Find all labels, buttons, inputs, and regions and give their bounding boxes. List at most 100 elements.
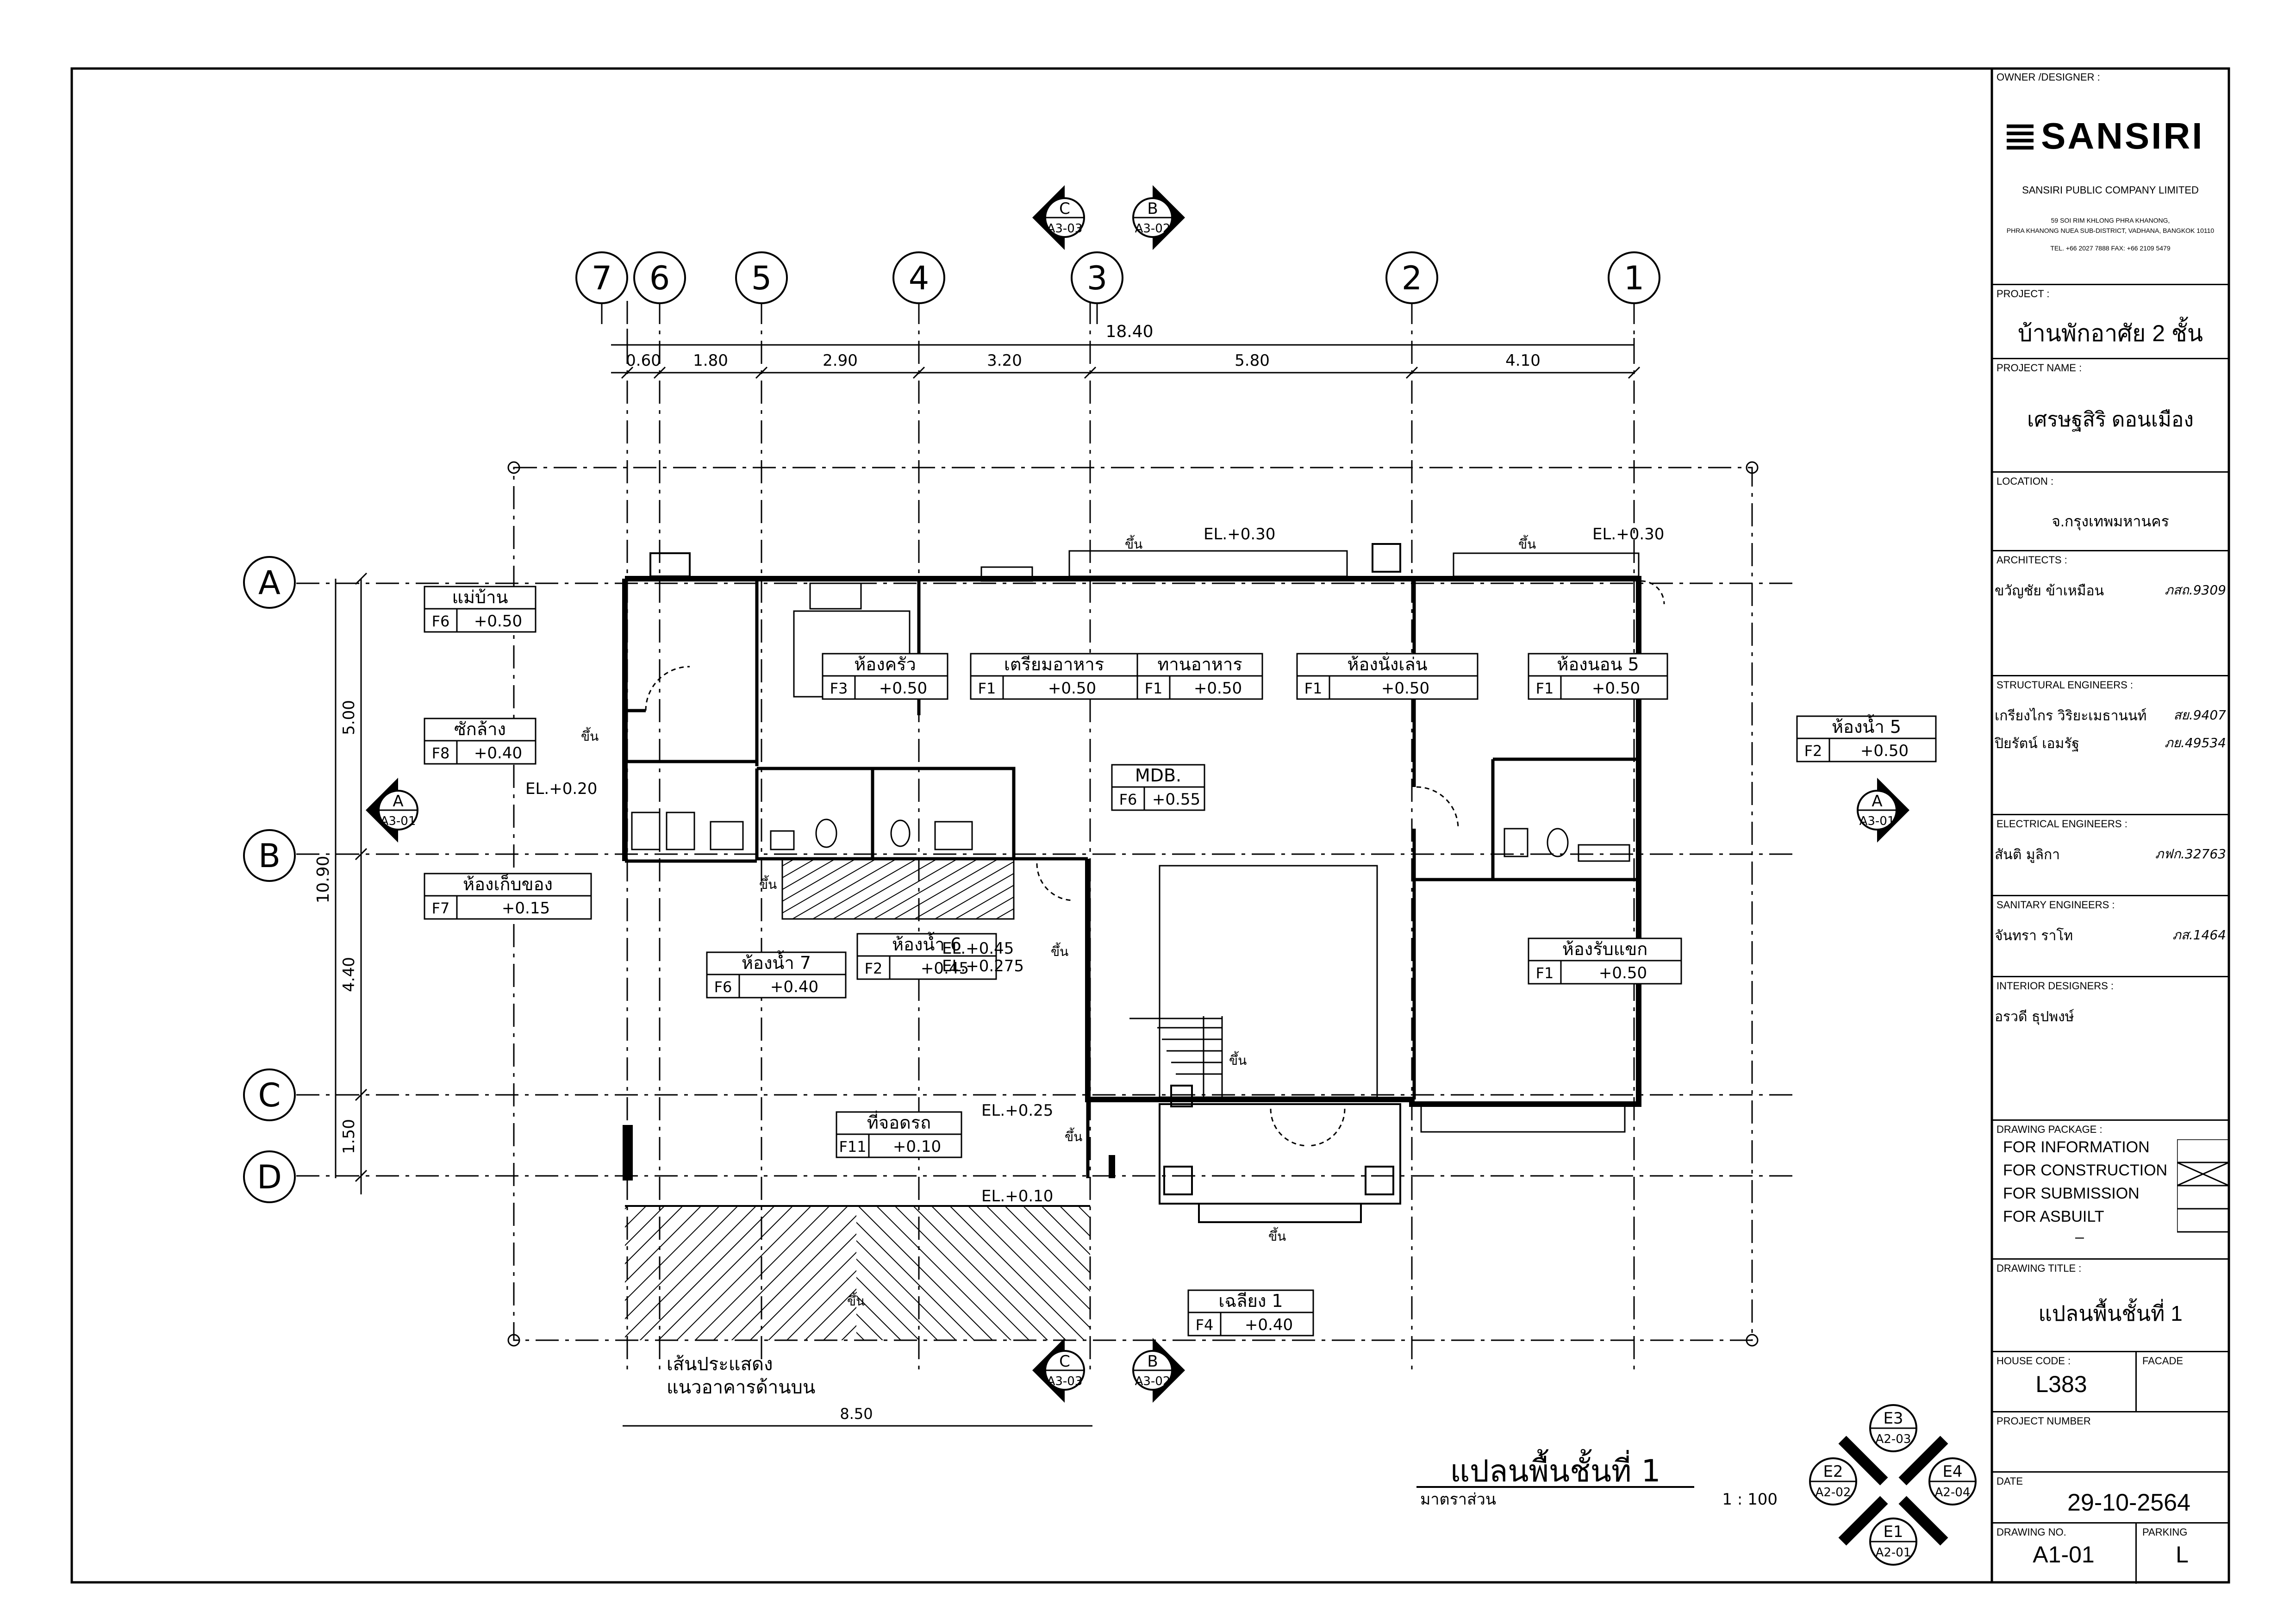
house-code-label: HOUSE CODE : [1997, 1355, 2071, 1367]
electrical-name: สันติ มูลิกา [1995, 847, 2060, 863]
logo-text: SANSIRI [2041, 115, 2204, 156]
svg-text:A3-02: A3-02 [1135, 1374, 1171, 1388]
svg-text:4: 4 [909, 259, 930, 297]
location-section: LOCATION : จ.กรุงเทพมหานคร [1992, 471, 2229, 550]
elevation-note-4: EL.+0.275 [942, 957, 1024, 975]
carport-hatch-left [625, 1206, 856, 1340]
drawing-no-label: DRAWING NO. [1997, 1526, 2066, 1538]
sanitary-reg: ภส.1464 [2172, 927, 2226, 943]
parking-label: PARKING [2142, 1526, 2188, 1538]
address-line-1: 59 SOI RIM KHLONG PHRA KHANONG, [2051, 217, 2170, 224]
grid-bubble-C: C [243, 1068, 296, 1121]
project-name-section: PROJECT NAME : เศรษฐสิริ ดอนเมือง [1992, 358, 2229, 471]
house-code-section: HOUSE CODE : L383 FACADE [1992, 1351, 2229, 1412]
interior-label: INTERIOR DESIGNERS : [1997, 980, 2114, 992]
dim-bottom: 8.50 [840, 1405, 873, 1423]
scale-value: 1 : 100 [1722, 1490, 1778, 1509]
dim-top-4: 5.80 [1235, 351, 1270, 370]
svg-text:3: 3 [1087, 259, 1108, 297]
stair-hatch [781, 858, 1015, 920]
svg-text:1: 1 [1624, 259, 1645, 297]
svg-text:F4: F4 [1196, 1316, 1214, 1334]
room-tag-10: ห้องน้ำ 6F2+0.45 [856, 931, 997, 980]
svg-text:F6: F6 [714, 978, 732, 996]
svg-text:+0.10: +0.10 [893, 1137, 941, 1156]
up-label-1: ขึ้น [1518, 535, 1536, 552]
svg-text:ห้องรับแขก: ห้องรับแขก [1562, 939, 1647, 959]
svg-text:F7: F7 [432, 899, 450, 917]
svg-text:F6: F6 [1119, 791, 1137, 808]
contact-line: TEL. +66 2027 7888 FAX: +66 2109 5479 [2050, 244, 2171, 252]
structural-row-1: เกรียงไกร วิริยะเมธานนท์ สย.9407 [1995, 705, 2226, 727]
package-checkboxes [2177, 1139, 2229, 1233]
dim-top-3: 3.20 [987, 351, 1022, 370]
dim-top-1: 1.80 [693, 351, 728, 370]
owner-label: OWNER /DESIGNER : [1997, 71, 2100, 83]
svg-text:F1: F1 [1536, 680, 1554, 697]
svg-text:A3-03: A3-03 [1047, 222, 1083, 236]
architects-label: ARCHITECTS : [1997, 554, 2067, 566]
electrical-reg: ภฟก.32763 [2155, 846, 2226, 862]
svg-text:6: 6 [649, 259, 670, 297]
dim-top-5: 4.10 [1505, 351, 1541, 370]
section-marker-b-bottom: BA3-02 [1132, 1338, 1185, 1403]
package-for-information: FOR INFORMATION [2003, 1138, 2150, 1156]
elevation-note-0: EL.+0.30 [1204, 525, 1275, 543]
sanitary-name: จันทรา ราโท [1995, 928, 2073, 944]
up-label-3: ขึ้น [759, 875, 777, 892]
project-label: PROJECT : [1997, 288, 2050, 300]
svg-text:F1: F1 [1145, 680, 1163, 697]
architects-section: ARCHITECTS : ขวัญชัย ข้าเหมือน ภสถ.9309 [1992, 550, 2229, 675]
project-name-label: PROJECT NAME : [1997, 362, 2082, 374]
project-number-label: PROJECT NUMBER [1997, 1415, 2091, 1427]
scale-label: มาตราส่วน [1420, 1490, 1496, 1509]
facade-label: FACADE [2142, 1355, 2184, 1367]
grid-bubble-5: 5 [735, 251, 788, 324]
dashed-line-note-1: เส้นประแสดง [667, 1354, 773, 1375]
svg-text:+0.50: +0.50 [1048, 679, 1096, 698]
location-label: LOCATION : [1997, 475, 2054, 487]
up-label-2: ขึ้น [581, 727, 599, 744]
svg-text:B: B [258, 837, 281, 875]
drawing-title-section: DRAWING TITLE : แปลนพื้นชั้นที่ 1 [1992, 1258, 2229, 1351]
svg-text:C: C [1059, 200, 1070, 218]
sansiri-logo-icon [2007, 124, 2034, 150]
svg-text:+0.50: +0.50 [1592, 679, 1640, 698]
structural-2-reg: ภย.49534 [2165, 735, 2226, 750]
dim-left-1: 4.40 [340, 957, 358, 992]
date-value: 29-10-2564 [2067, 1489, 2190, 1516]
svg-text:5: 5 [751, 259, 772, 297]
package-for-construction: FOR CONSTRUCTION [2003, 1162, 2168, 1179]
structural-1-name: เกรียงไกร วิริยะเมธานนท์ [1995, 708, 2147, 724]
dim-top-0: 0.60 [626, 351, 661, 370]
date-section: DATE 29-10-2564 [1992, 1471, 2229, 1522]
svg-text:F6: F6 [432, 612, 450, 630]
elevation-note-5: EL.+0.25 [981, 1101, 1053, 1120]
dim-total-left: 10.90 [314, 856, 333, 903]
room-tag-11: ห้องน้ำ 7F6+0.40 [706, 950, 847, 999]
up-label-6: ขึ้น [1065, 1127, 1082, 1144]
room-tag-9: MDB.F6+0.55 [1111, 764, 1205, 811]
structural-1-reg: สย.9407 [2173, 707, 2226, 723]
svg-text:+0.45: +0.45 [921, 959, 969, 978]
section-marker-c-top: C A3-03 [1032, 185, 1085, 250]
svg-text:เตรียมอาหาร: เตรียมอาหาร [1004, 654, 1104, 675]
svg-text:ที่จอดรถ: ที่จอดรถ [867, 1111, 931, 1133]
drawing-no-value: A1-01 [2033, 1542, 2095, 1568]
architect-row: ขวัญชัย ข้าเหมือน ภสถ.9309 [1995, 580, 2226, 602]
svg-text:+0.50: +0.50 [474, 612, 522, 631]
carport-hatch-right [856, 1206, 1090, 1340]
grid-bubble-3: 3 [1071, 251, 1123, 324]
svg-text:F3: F3 [830, 680, 848, 697]
sanitary-label: SANITARY ENGINEERS : [1997, 899, 2115, 911]
room-tag-7: ห้องนอน 5F1+0.50 [1528, 653, 1668, 700]
company-name: SANSIRI PUBLIC COMPANY LIMITED [2022, 184, 2199, 196]
grid-bubble-2: 2 [1385, 251, 1438, 324]
drawing-no-section: DRAWING NO. A1-01 PARKING L [1992, 1522, 2229, 1584]
svg-text:A: A [258, 564, 281, 602]
title-block: OWNER /DESIGNER : SANSIRI SANSIRI PUBLIC… [1992, 69, 2229, 1584]
